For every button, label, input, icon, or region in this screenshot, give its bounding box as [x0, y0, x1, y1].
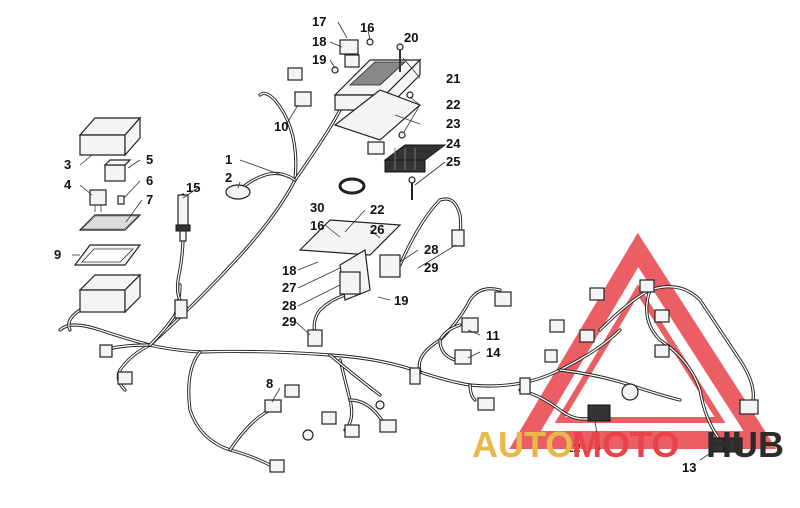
fuse-box-cover — [78, 116, 142, 157]
sensor-cables — [175, 193, 463, 337]
relay-small — [89, 189, 107, 212]
watermark-moto: MOTO — [572, 424, 679, 465]
sensor-28 — [339, 254, 401, 295]
callout-25: 25 — [446, 154, 460, 169]
callout-5: 5 — [146, 152, 153, 167]
callout-6: 6 — [146, 173, 153, 188]
sensor-29 — [307, 229, 465, 347]
connector-2 — [225, 184, 251, 200]
callout-4: 4 — [64, 177, 72, 192]
callout-18b: 18 — [282, 263, 296, 278]
callout-labels: 1 2 3 4 5 6 7 8 9 10 11 12 13 14 15 16 1… — [54, 14, 696, 475]
watermark-text: AUTO MOTO HUB — [472, 424, 784, 465]
callout-13: 13 — [682, 460, 696, 475]
connector-10 — [287, 67, 312, 107]
ecu-connector — [339, 39, 360, 68]
small-screws — [331, 38, 414, 139]
callout-23: 23 — [446, 116, 460, 131]
gasket — [73, 244, 142, 266]
callout-11: 11 — [486, 328, 500, 343]
watermark-auto: AUTO — [472, 424, 573, 465]
fuse-box-base — [78, 273, 142, 314]
callout-20: 20 — [404, 30, 418, 45]
callout-17: 17 — [312, 14, 326, 29]
strap-30 — [338, 177, 366, 195]
callout-3: 3 — [64, 157, 71, 172]
relay-large — [103, 159, 132, 182]
callout-24: 24 — [446, 136, 461, 151]
callout-27: 27 — [282, 280, 296, 295]
callout-30: 30 — [310, 200, 324, 215]
callout-28a: 28 — [424, 242, 438, 257]
leader-lines — [72, 21, 719, 461]
callout-26: 26 — [370, 222, 384, 237]
callout-7: 7 — [146, 192, 153, 207]
connector-cluster-11-14 — [454, 291, 512, 411]
lambda-sensor — [174, 194, 191, 319]
callout-10: 10 — [274, 119, 288, 134]
callout-19a: 19 — [312, 52, 326, 67]
callout-18a: 18 — [312, 34, 326, 49]
callout-16b: 16 — [310, 218, 324, 233]
callout-22a: 22 — [446, 97, 460, 112]
callout-2: 2 — [225, 170, 232, 185]
callout-21: 21 — [446, 71, 460, 86]
connectors-right — [519, 279, 759, 453]
callout-29b: 29 — [282, 314, 296, 329]
callout-9: 9 — [54, 247, 61, 262]
fuse — [117, 195, 125, 205]
bolt-20 — [396, 43, 404, 72]
callout-29a: 29 — [424, 260, 438, 275]
callout-1: 1 — [225, 152, 232, 167]
voltage-regulator — [367, 141, 447, 173]
callout-16a: 16 — [360, 20, 374, 35]
callout-22b: 22 — [370, 202, 384, 217]
callout-14: 14 — [486, 345, 501, 360]
callout-8: 8 — [266, 376, 273, 391]
callout-19b: 19 — [394, 293, 408, 308]
callout-28b: 28 — [282, 298, 296, 313]
callout-12: 12 — [566, 440, 580, 455]
watermark-hub: HUB — [706, 424, 784, 465]
callout-15: 15 — [186, 180, 200, 195]
fuse-board — [78, 214, 142, 231]
bolt-25 — [408, 176, 416, 200]
